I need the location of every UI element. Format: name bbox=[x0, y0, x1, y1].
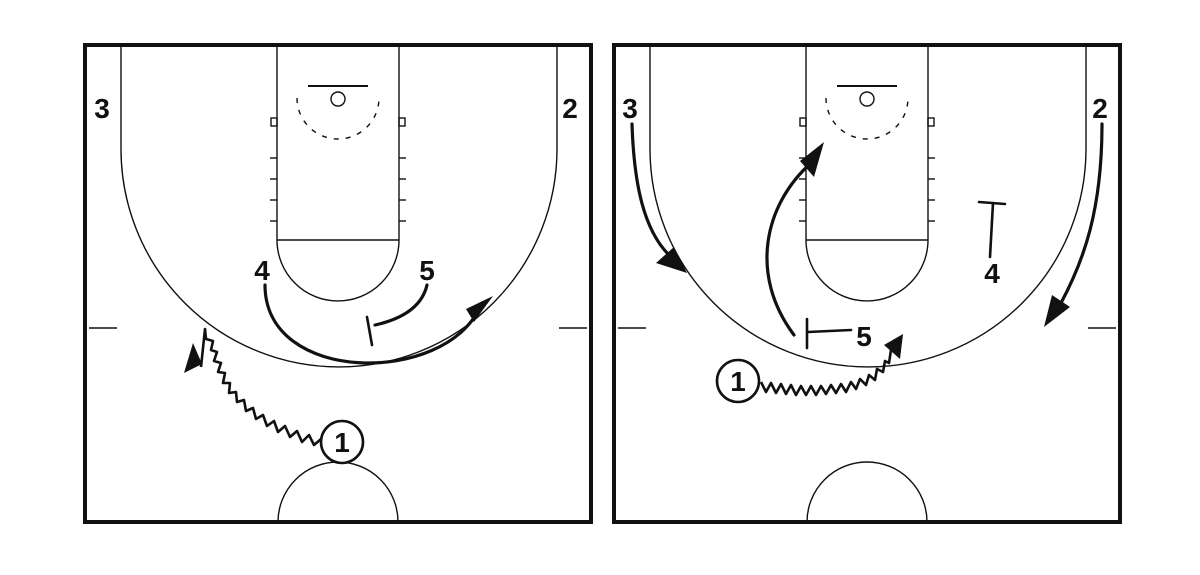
p2-cut-arrowhead bbox=[1044, 295, 1070, 327]
p4-label: 4 bbox=[984, 258, 1000, 289]
p1-label: 1 bbox=[334, 427, 350, 458]
p5-label: 5 bbox=[856, 321, 872, 352]
p4-cut-path bbox=[263, 283, 482, 365]
p3-cut-arrowhead bbox=[656, 247, 687, 273]
p5-screen-path bbox=[373, 283, 429, 327]
half-court-2 bbox=[612, 43, 1122, 524]
p5-screen-bar bbox=[365, 315, 374, 347]
p1-dribble-path bbox=[199, 327, 322, 447]
p1-label: 1 bbox=[730, 366, 746, 397]
p2-label: 2 bbox=[1092, 93, 1108, 124]
p1-dribble-arrowhead bbox=[884, 334, 903, 359]
p4-screen-stem bbox=[988, 201, 995, 259]
panel-1: 1 2 3 4 5 bbox=[83, 43, 593, 524]
p5-screen-line bbox=[806, 328, 853, 334]
p4-cut-arrowhead bbox=[466, 296, 493, 322]
p4-label: 4 bbox=[254, 255, 270, 286]
p1-ball-circle bbox=[715, 358, 761, 404]
p1-ball-circle bbox=[319, 419, 365, 465]
p2-label: 2 bbox=[562, 93, 578, 124]
p3-cut-path bbox=[630, 122, 671, 257]
p5-cut-arrowhead bbox=[800, 142, 824, 177]
p1-dribble-arrowhead bbox=[184, 343, 202, 373]
p5-cut-path bbox=[765, 161, 813, 337]
p3-label: 3 bbox=[94, 93, 110, 124]
p3-label: 3 bbox=[622, 93, 638, 124]
p1-dribble-path bbox=[759, 349, 893, 397]
p5-label: 5 bbox=[419, 255, 435, 286]
panel-2: 1 2 3 4 5 bbox=[612, 43, 1122, 524]
p4-screen-bar bbox=[977, 200, 1007, 206]
p2-cut-path bbox=[1059, 122, 1104, 305]
